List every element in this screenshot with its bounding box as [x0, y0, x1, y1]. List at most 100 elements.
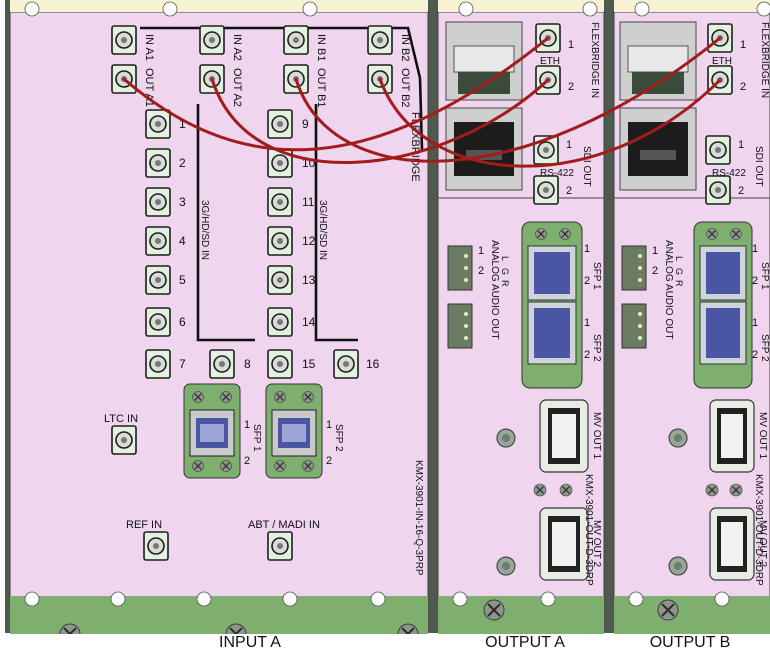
bnc-input-7[interactable]: [145, 349, 171, 379]
bnc-input-3[interactable]: [145, 187, 171, 217]
label-sfp2-port2-b: 2: [752, 349, 758, 361]
label-input-8: 8: [244, 357, 251, 371]
rs422-port-a[interactable]: [445, 107, 523, 191]
bnc-abt-madi-in[interactable]: [267, 531, 293, 561]
label-mv-out-1-a: MV OUT 1: [591, 412, 602, 459]
label-abt-madi-in: ABT / MADI IN: [248, 519, 320, 531]
hdmi-mv-out-2-a[interactable]: [539, 507, 589, 581]
sfp-cage-out-a[interactable]: [521, 221, 583, 389]
hdmi-mv-out-1-a[interactable]: [539, 399, 589, 473]
sfp-cage-2[interactable]: [265, 383, 323, 479]
bnc-sdi-out-2-a[interactable]: [533, 175, 559, 205]
label-fb-port1-b: 1: [740, 39, 746, 51]
bnc-input-2[interactable]: [145, 148, 171, 178]
bnc-in-b1[interactable]: [283, 25, 309, 55]
label-fb-port1-a: 1: [568, 39, 574, 51]
label-input-3: 3: [179, 195, 186, 209]
hdmi-mv-out-1-b[interactable]: [709, 399, 755, 473]
analog-audio-terminal-1-b[interactable]: [621, 245, 647, 291]
caption-output-a: OUTPUT A: [485, 634, 565, 651]
bnc-ref-in[interactable]: [143, 531, 169, 561]
label-pin-l-a: L: [500, 256, 510, 261]
bnc-ltc-in[interactable]: [111, 425, 137, 455]
label-sfp2-port2-a: 2: [584, 349, 590, 361]
eth-port-a[interactable]: [445, 21, 523, 101]
label-out-b2: OUT B2: [399, 68, 411, 108]
label-sfp1-port-1: 1: [244, 419, 250, 431]
label-sfp1-port2-a: 2: [584, 275, 590, 287]
label-eth-a: ETH: [540, 56, 560, 67]
sfp-cage-1[interactable]: [183, 383, 241, 479]
label-mv-out-2-a: MV OUT 2: [591, 520, 602, 567]
label-sfp2-out-b: SFP 2: [759, 334, 770, 362]
bnc-input-14[interactable]: [267, 307, 293, 337]
label-audio-1-a: 1: [478, 245, 484, 257]
label-sfp2-port-2: 2: [326, 455, 332, 467]
bnc-in-b2[interactable]: [367, 25, 393, 55]
label-sfp2-out-a: SFP 2: [591, 334, 602, 362]
cable-out-a1-to-output-a-in1: [122, 36, 550, 152]
bnc-input-6[interactable]: [145, 307, 171, 337]
bnc-input-15[interactable]: [267, 349, 293, 379]
label-output-model-a: KMX-3901-OUT-D-3DRP: [583, 474, 594, 586]
label-sfp-2: SFP 2: [333, 424, 344, 452]
output-a-module: ETH RS-422 1 2 FLEXBRIDGE IN 1 2 SDI OUT…: [432, 0, 608, 634]
label-sdi-port1-a: 1: [566, 139, 572, 151]
bnc-input-9[interactable]: [267, 109, 293, 139]
label-analog-audio-out-a: ANALOG AUDIO OUT: [489, 240, 500, 339]
label-sfp1-port2-b: 2: [752, 275, 758, 287]
grounding-stud-2-b: [668, 556, 688, 576]
label-sdi-port2-b: 2: [738, 185, 744, 197]
label-fb-port2-b: 2: [740, 81, 746, 93]
bnc-in-a2[interactable]: [199, 25, 225, 55]
sfp-cage-out-b[interactable]: [693, 221, 753, 389]
label-input-16: 16: [366, 357, 380, 371]
caption-output-b: OUTPUT B: [649, 634, 731, 651]
bnc-input-11[interactable]: [267, 187, 293, 217]
label-in-b1: IN B1: [315, 34, 327, 62]
label-input-9: 9: [302, 117, 309, 131]
label-input-12: 12: [302, 234, 316, 248]
bnc-sdi-out-2-b[interactable]: [705, 175, 731, 205]
bnc-input-1[interactable]: [145, 109, 171, 139]
label-out-b1: OUT B1: [315, 68, 327, 108]
label-pin-g-b: G: [674, 268, 684, 275]
input-a-module: IN A1 OUT A1 IN A2 OUT A2 IN B1 OUT B1 I…: [5, 0, 432, 634]
analog-audio-terminal-2-a[interactable]: [447, 303, 473, 349]
label-audio-2-b: 2: [652, 265, 658, 277]
label-audio-1-b: 1: [652, 245, 658, 257]
cable-out-a2-to-output-a-in2: [210, 77, 550, 164]
bnc-input-4[interactable]: [145, 226, 171, 256]
label-eth-b: ETH: [712, 56, 732, 67]
label-out-a2: OUT A2: [231, 68, 243, 107]
label-sdi-out-b: SDI OUT: [753, 146, 764, 187]
label-sfp1-out-b: SFP 1: [759, 262, 770, 290]
label-pin-r-b: R: [674, 280, 684, 287]
label-input-11: 11: [302, 195, 315, 209]
label-3g-hd-sd-in-a: 3G/HD/SD IN: [199, 200, 210, 260]
label-ref-in: REF IN: [126, 519, 162, 531]
bnc-input-5[interactable]: [145, 265, 171, 295]
label-sfp-1: SFP 1: [251, 424, 262, 452]
bnc-input-13[interactable]: [267, 265, 293, 295]
hdmi-mv-out-2-b[interactable]: [709, 507, 755, 581]
label-input-4: 4: [179, 234, 186, 248]
bnc-input-8[interactable]: [209, 349, 235, 379]
label-mv-out-2-b: MV OUT 2: [757, 520, 768, 567]
label-analog-audio-out-b: ANALOG AUDIO OUT: [663, 240, 674, 339]
bnc-in-a1[interactable]: [111, 25, 137, 55]
label-in-b2: IN B2: [399, 34, 411, 62]
bnc-input-16[interactable]: [333, 349, 359, 379]
label-output-model-b: KMX-3901-OUT-D-3DRP: [753, 474, 764, 586]
bnc-sdi-out-1-b[interactable]: [705, 135, 731, 165]
eth-port-b[interactable]: [619, 21, 697, 101]
label-input-14: 14: [302, 315, 316, 329]
label-ltc-in: LTC IN: [104, 413, 138, 425]
rs422-port-b[interactable]: [619, 107, 697, 191]
label-fb-port2-a: 2: [568, 81, 574, 93]
analog-audio-terminal-1-a[interactable]: [447, 245, 473, 291]
bnc-input-12[interactable]: [267, 226, 293, 256]
analog-audio-terminal-2-b[interactable]: [621, 303, 647, 349]
label-flexbridge-in-a: FLEXBRIDGE IN: [589, 22, 600, 98]
label-in-a2: IN A2: [231, 34, 243, 61]
